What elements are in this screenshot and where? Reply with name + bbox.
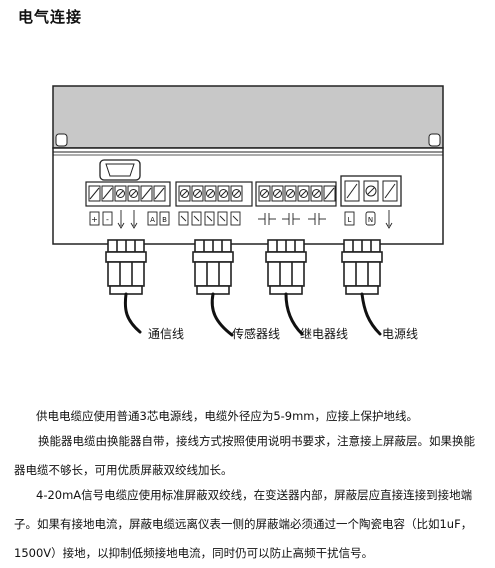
- cables: [123, 292, 382, 337]
- label-sensor-cable: 传感器线: [232, 326, 280, 341]
- cable-gland-power: [341, 239, 383, 295]
- n-mark: N: [368, 216, 373, 224]
- label-power-cable: 电源线: [382, 327, 418, 341]
- left-hinge: [55, 133, 68, 147]
- terminal-block-relay: [255, 181, 337, 207]
- plus-mark: +: [91, 215, 98, 224]
- cable-gland-sensor: [192, 239, 234, 295]
- paragraph-signal-cable: 4-20mA信号电缆应使用标准屏蔽双绞线，在变送器内部，屏蔽层应直接连接到接地端…: [14, 488, 473, 560]
- terminal-block-comm: [85, 181, 171, 207]
- cable-comm: [123, 292, 142, 334]
- label-relay-cable: 继电器线: [300, 327, 348, 341]
- cable-power: [360, 292, 382, 336]
- terminal-block-sensor: [175, 181, 253, 207]
- wiring-diagram: + - A B L N: [52, 85, 444, 341]
- enclosure-lid: [52, 85, 444, 149]
- terminal-block-power: [340, 175, 402, 207]
- paragraph-power-cable: 供电电缆应使用普通3芯电源线，电缆外径应为5-9mm，应接上保护地线。: [36, 409, 419, 423]
- cable-sensor: [210, 292, 234, 337]
- terminal-markings: + - A B L N: [89, 210, 393, 229]
- paragraph-transducer-cable: 换能器电缆由换能器自带，接线方式按照使用说明书要求，注意接上屏蔽层。如果换能器电…: [14, 434, 475, 477]
- l-mark: L: [348, 216, 352, 224]
- a-mark: A: [150, 216, 155, 224]
- page-title: 电气连接: [18, 8, 83, 26]
- db9-connector: [99, 159, 141, 181]
- label-comm-cable: 通信线: [148, 327, 184, 341]
- minus-mark: -: [106, 215, 109, 224]
- right-hinge: [428, 133, 441, 147]
- cable-relay: [284, 292, 304, 336]
- b-mark: B: [162, 216, 167, 224]
- cable-gland-relay: [265, 239, 307, 295]
- cable-gland-comm: [105, 239, 147, 295]
- relay-contact-symbols: [258, 213, 326, 225]
